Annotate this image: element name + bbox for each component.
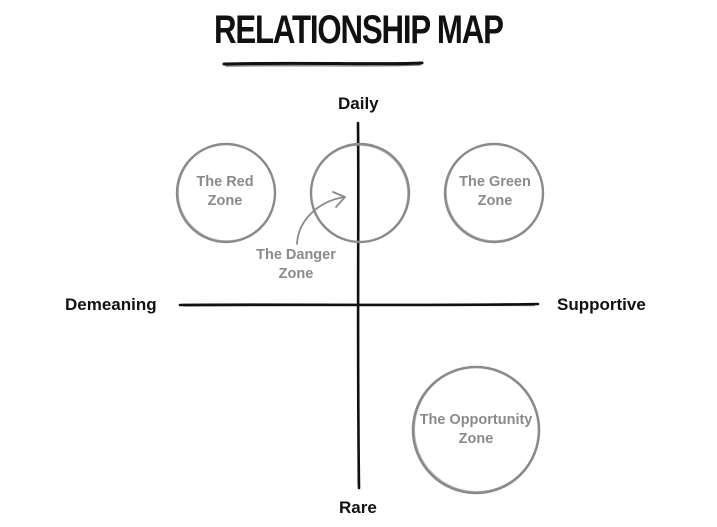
red-zone-circle (175, 142, 277, 244)
red-zone-label: The Red Zone (174, 173, 276, 211)
danger-zone-arrow (296, 191, 346, 245)
diagram-title: RELATIONSHIP MAP (214, 8, 504, 52)
axis-label-supportive: Supportive (557, 295, 646, 314)
danger-zone-label-line1: The Danger (256, 247, 336, 263)
opportunity-zone-circle (411, 365, 541, 495)
axis-label-demeaning: Demeaning (65, 295, 157, 314)
danger-zone-label: The Danger Zone (240, 246, 352, 284)
axis-label-daily: Daily (338, 94, 379, 113)
green-zone-label-line2: Zone (477, 193, 513, 209)
danger-zone-label-line2: Zone (278, 266, 314, 282)
green-zone-label-line1: The Green (459, 174, 531, 190)
green-zone-circle (443, 142, 545, 244)
opportunity-zone-label-line1: The Opportunity (419, 412, 533, 428)
red-zone-label-line1: The Red (196, 174, 254, 190)
opportunity-zone-label-line2: Zone (458, 431, 494, 447)
green-zone-label: The Green Zone (444, 173, 546, 211)
title-underline (222, 61, 424, 66)
red-zone-label-line2: Zone (207, 193, 243, 209)
axis-label-rare: Rare (339, 498, 377, 517)
opportunity-zone-label: The Opportunity Zone (416, 411, 536, 449)
danger-zone-circle (309, 142, 411, 244)
